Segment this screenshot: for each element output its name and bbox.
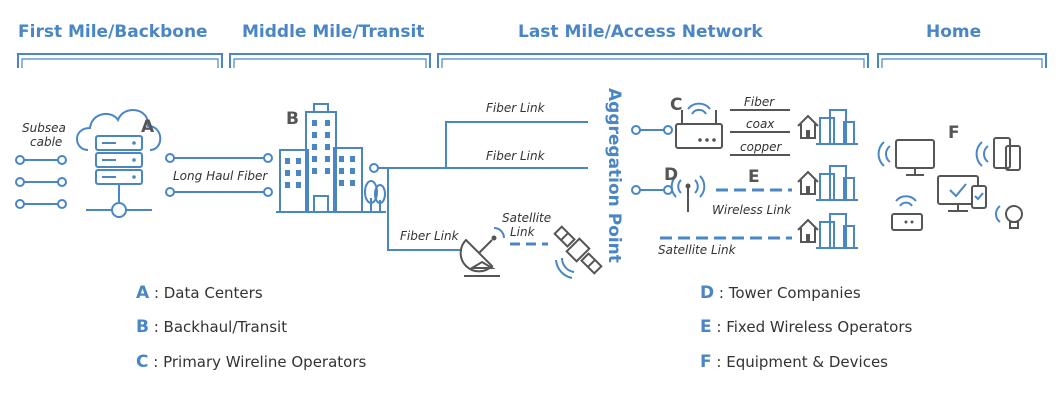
legend-key-f: F xyxy=(700,352,712,372)
subsea-connector-2 xyxy=(15,177,67,187)
legend-item-c: C : Primary Wireline Operators xyxy=(136,352,366,372)
subsea-connector-1 xyxy=(15,155,67,165)
legend-item-b: B : Backhaul/Transit xyxy=(136,317,287,337)
letter-b: B xyxy=(286,109,299,129)
home-devices xyxy=(877,137,1023,231)
letter-e: E xyxy=(748,167,760,187)
satellite-dish-icon xyxy=(459,227,505,277)
legend-item-d: D : Tower Companies xyxy=(700,283,861,303)
aggregation-point-label: Aggregation Point xyxy=(604,88,624,263)
bracket-home xyxy=(877,53,1047,68)
copper-label: copper xyxy=(740,140,783,154)
router-icon xyxy=(631,102,723,149)
legend-item-a: A : Data Centers xyxy=(136,283,263,303)
header-brackets xyxy=(17,53,1047,68)
computer-icon xyxy=(937,175,987,212)
header-middle-mile: Middle Mile/Transit xyxy=(242,22,424,42)
subsea-cables: Subsea cable xyxy=(15,121,67,209)
wireline-media xyxy=(730,109,790,156)
letter-d: D xyxy=(664,165,678,185)
smart-bulb-icon xyxy=(995,205,1023,229)
legend-item-e: E : Fixed Wireless Operators xyxy=(700,317,912,337)
bracket-last-mile xyxy=(437,53,869,68)
subsea-label-1: Subsea xyxy=(22,121,66,135)
legend-text-c: : Primary Wireline Operators xyxy=(148,353,367,371)
tv-icon xyxy=(877,139,935,176)
legend-key-b: B xyxy=(136,317,149,337)
letter-f: F xyxy=(948,123,960,143)
house-building-2 xyxy=(797,165,858,201)
building-icon xyxy=(276,103,386,213)
bracket-first-mile xyxy=(17,53,223,68)
letter-c: C xyxy=(670,95,682,115)
subsea-connector-3 xyxy=(15,199,67,209)
legend-text-a: : Data Centers xyxy=(149,284,263,302)
house-building-1 xyxy=(797,109,858,145)
fiber-link-low-label: Fiber Link xyxy=(400,229,460,243)
bracket-home-inner xyxy=(881,58,1043,68)
phone-tablet-icon xyxy=(975,137,1021,171)
legend-key-e: E xyxy=(700,317,712,337)
legend-key-c: C xyxy=(136,352,149,372)
fiber-link-top-label: Fiber Link xyxy=(486,101,546,115)
fiber-link-mid-label: Fiber Link xyxy=(486,149,546,163)
legend-text-d: : Tower Companies xyxy=(714,284,861,302)
wireless-link-label: Wireless Link xyxy=(712,203,792,217)
legend-text-b: : Backhaul/Transit xyxy=(148,318,288,336)
header-first-mile: First Mile/Backbone xyxy=(18,22,208,42)
fiber-links xyxy=(369,121,588,251)
legend-text-f: : Equipment & Devices xyxy=(711,353,888,371)
fiber-label: Fiber xyxy=(744,95,775,109)
legend-text-e: : Fixed Wireless Operators xyxy=(711,318,913,336)
house-building-3 xyxy=(797,213,858,249)
legend-item-f: F : Equipment & Devices xyxy=(700,352,888,372)
header-last-mile: Last Mile/Access Network xyxy=(518,22,763,42)
home-router-icon xyxy=(891,195,923,231)
satellite-icon xyxy=(553,225,603,279)
satellite-link-bottom-label: Satellite Link xyxy=(658,243,737,257)
data-center-icon xyxy=(76,109,162,218)
bracket-first-mile-inner xyxy=(21,58,219,68)
legend-key-d: D xyxy=(700,283,715,303)
subsea-label-2: cable xyxy=(30,135,62,149)
tower-icon xyxy=(631,175,706,212)
header-home: Home xyxy=(926,22,981,42)
bracket-middle-mile-inner xyxy=(233,58,427,68)
coax-label: coax xyxy=(746,117,775,131)
bracket-last-mile-inner xyxy=(441,58,865,68)
legend-key-a: A xyxy=(136,283,150,303)
satellite-link-label-2: Link xyxy=(510,225,536,239)
bracket-middle-mile xyxy=(229,53,431,68)
long-haul-fiber xyxy=(165,153,273,197)
long-haul-label: Long Haul Fiber xyxy=(173,169,268,183)
letter-a: A xyxy=(141,117,155,137)
satellite-link-label-1: Satellite xyxy=(502,211,551,225)
